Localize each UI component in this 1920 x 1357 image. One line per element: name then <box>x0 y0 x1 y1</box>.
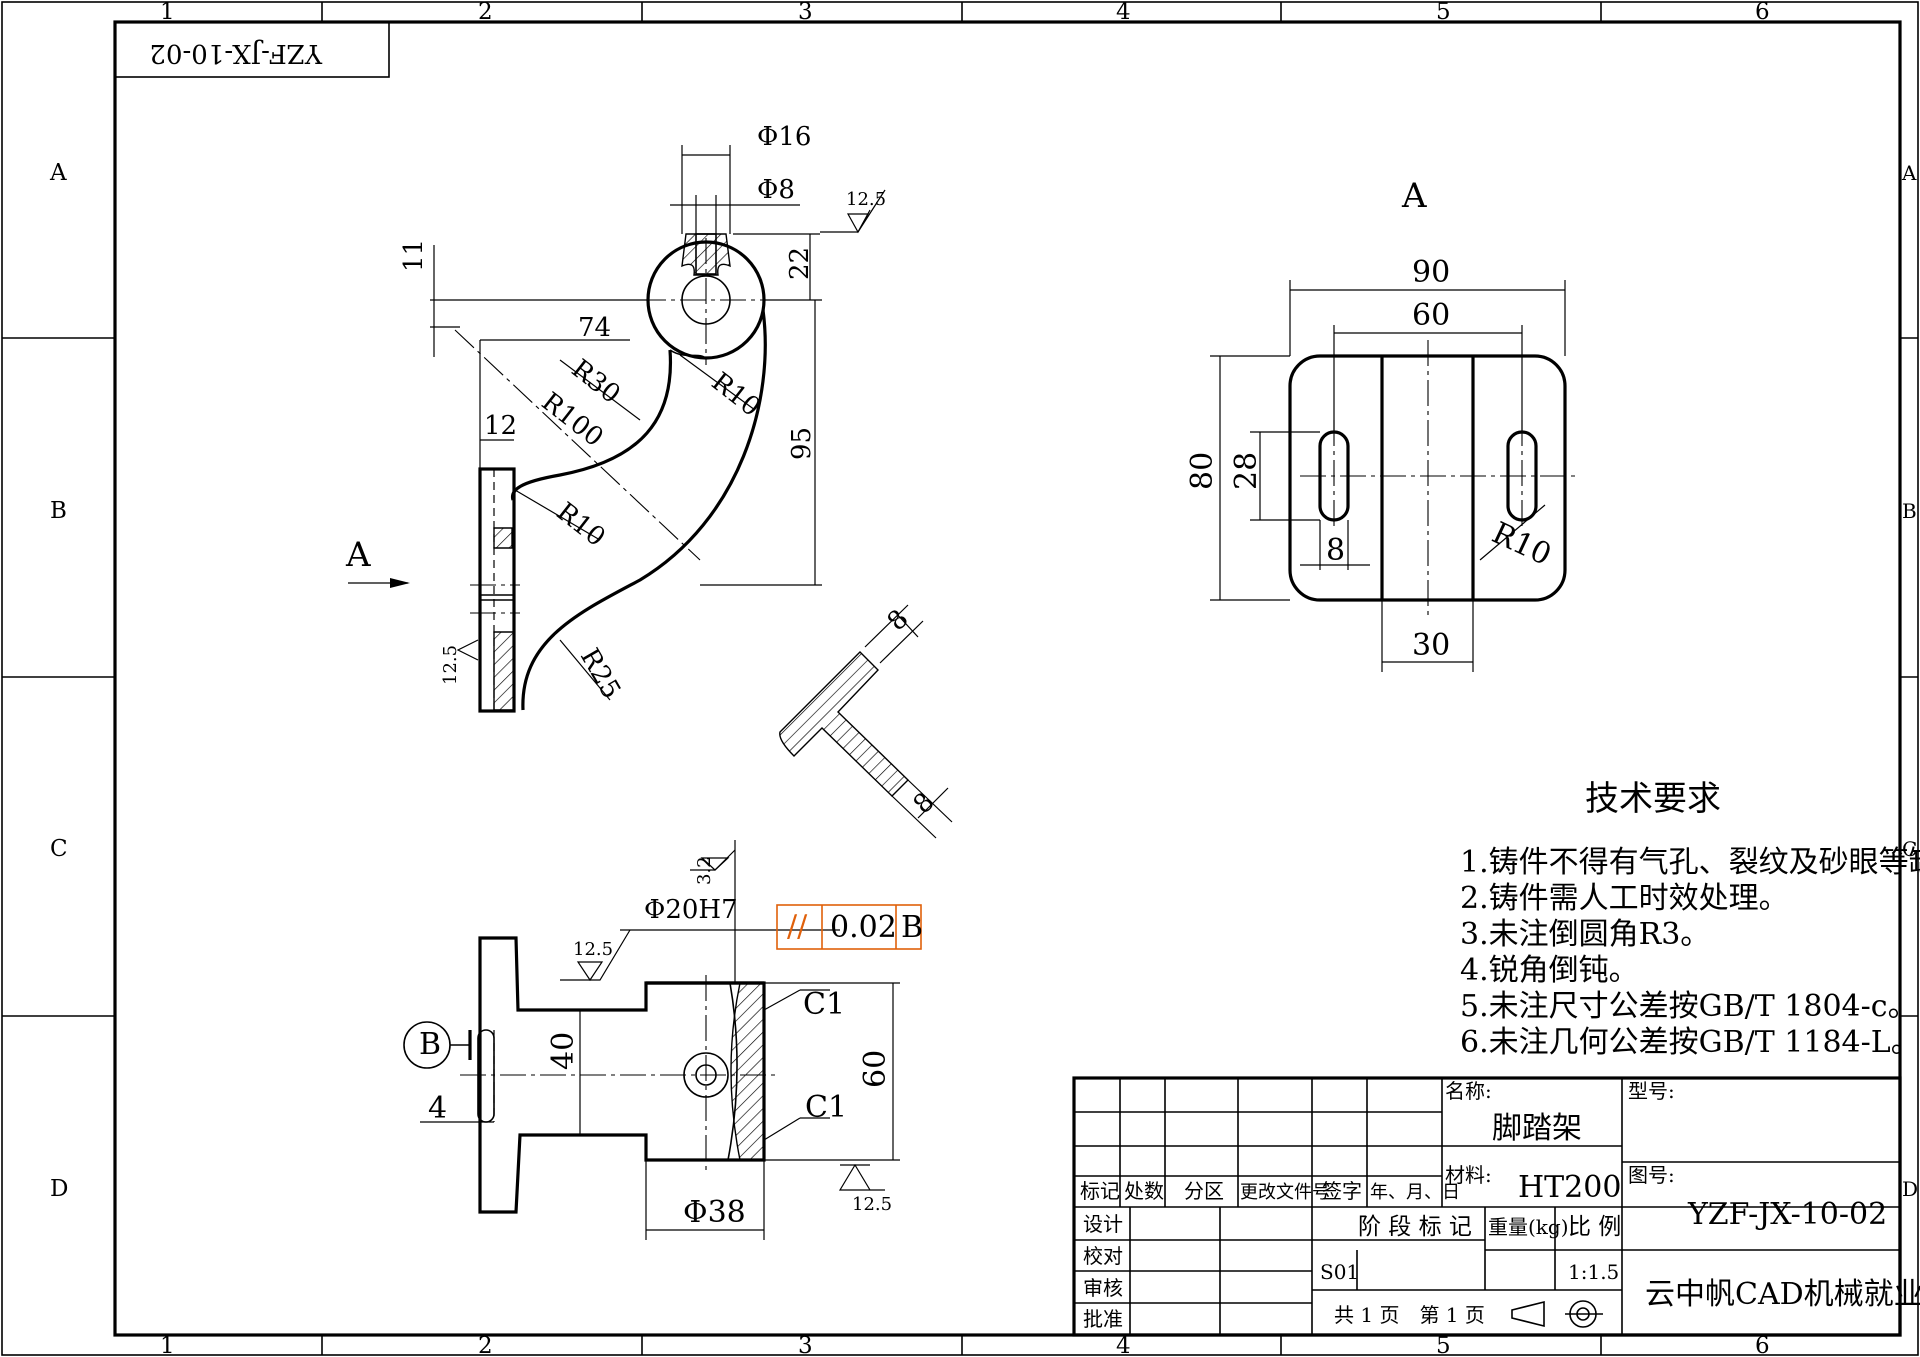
view-a-w90: 90 <box>1412 255 1450 290</box>
dim-d8: Φ8 <box>757 175 795 205</box>
role-label: 设计 <box>1083 1212 1123 1236</box>
tech-requirements: 技术要求 1.铸件不得有气孔、裂纹及砂眼等缺陷。 2.铸件需人工时效处理。 3.… <box>1460 779 1920 1060</box>
weight-label: 重量(kg) <box>1488 1215 1569 1239</box>
dim-r30: R30 <box>566 354 626 410</box>
rough-left: 12.5 <box>440 645 461 685</box>
row-label: B <box>1902 499 1917 523</box>
col-header: 年、月、日 <box>1370 1182 1460 1203</box>
row-label: D <box>1902 1177 1918 1201</box>
row-label: B <box>50 498 67 524</box>
dim-r25: R25 <box>574 644 626 705</box>
section-view: 8 8 <box>779 604 953 839</box>
view-a-h80: 80 <box>1185 452 1220 490</box>
dim-v60: 60 <box>858 1050 893 1088</box>
dim-h74: 74 <box>578 313 611 343</box>
row-label: A <box>49 160 67 186</box>
col-label: 1 <box>160 1333 175 1357</box>
dim-h12: 12 <box>484 411 517 441</box>
drawing-no-value: YZF-JX-10-02 <box>1687 1197 1887 1232</box>
col-label: 1 <box>160 0 175 25</box>
dim-d38: Φ38 <box>683 1195 746 1230</box>
col-header: 签字 <box>1322 1179 1362 1203</box>
col-header: 更改文件号 <box>1240 1182 1330 1203</box>
material-label: 材料: <box>1445 1163 1492 1187</box>
dim-r10b: R10 <box>551 497 611 553</box>
tech-item: 5.未注尺寸公差按GB/T 1804-c。 <box>1460 989 1918 1024</box>
col-label: 4 <box>1116 1333 1131 1357</box>
company-name: 云中帆CAD机械就业班 <box>1645 1277 1920 1312</box>
dim-v22: 22 <box>785 247 815 280</box>
stage-label: 阶 段 标 记 <box>1358 1214 1472 1240</box>
view-a-w8: 8 <box>1326 533 1345 568</box>
section-dim-8a: 8 <box>882 604 915 637</box>
stage-value: S01 <box>1320 1260 1359 1284</box>
role-label: 批准 <box>1083 1307 1123 1331</box>
view-a-title: A <box>1401 176 1427 216</box>
material-value: HT200 <box>1518 1170 1621 1205</box>
dim-c1-bottom: C1 <box>805 1090 847 1125</box>
col-header: 标记 <box>1080 1179 1120 1203</box>
view-a-r10: R10 <box>1487 516 1557 573</box>
rough-32: 3.2 <box>694 856 715 885</box>
name-label: 名称: <box>1445 1079 1492 1103</box>
view-a-w30: 30 <box>1412 628 1450 663</box>
col-label: 5 <box>1436 1333 1451 1357</box>
dim-c1-top: C1 <box>803 987 845 1022</box>
title-block: 标记 处数 分区 更改文件号 签字 年、月、日 设计 校对 审核 批准 名称: … <box>1072 1076 1920 1337</box>
view-arrow-a: A <box>345 535 371 575</box>
rough-bottom: 12.5 <box>852 1194 892 1215</box>
dim-v95: 95 <box>787 427 817 460</box>
col-label: 3 <box>798 0 813 25</box>
rough-top: 12.5 <box>846 189 886 210</box>
scale-label: 比 例 <box>1568 1214 1621 1240</box>
col-label: 2 <box>478 1333 493 1357</box>
view-a: A 90 60 80 28 8 R10 30 <box>1185 176 1575 672</box>
view-a-h28: 28 <box>1229 452 1264 490</box>
datum-b-label: B <box>419 1027 441 1062</box>
dim-d20h7: Φ20H7 <box>644 895 738 925</box>
tol-symbol: // <box>787 909 808 944</box>
scale-value: 1:1.5 <box>1568 1260 1619 1284</box>
mirrored-drawing-id: YZF-JX-10-02 <box>149 38 323 68</box>
drawing-no-label: 图号: <box>1628 1163 1675 1187</box>
row-label: C <box>50 836 68 862</box>
col-header: 处数 <box>1124 1179 1164 1203</box>
role-label: 审核 <box>1083 1276 1123 1300</box>
col-label: 4 <box>1116 0 1131 25</box>
model-label: 型号: <box>1628 1079 1675 1103</box>
dim-v40: 40 <box>546 1032 581 1070</box>
tol-datum: B <box>901 910 923 945</box>
tech-title: 技术要求 <box>1585 779 1721 819</box>
tech-item: 6.未注几何公差按GB/T 1184-L。 <box>1460 1025 1920 1060</box>
bottom-view: B 3.2 Φ20H7 // 0.02 B 12.5 C1 C1 40 60 4 <box>403 840 923 1240</box>
tech-item: 1.铸件不得有气孔、裂纹及砂眼等缺陷。 <box>1460 845 1920 880</box>
col-label: 5 <box>1436 0 1451 25</box>
pages-info: 共 1 页 第 1 页 <box>1334 1303 1485 1327</box>
tech-item: 2.铸件需人工时效处理。 <box>1460 881 1789 916</box>
row-label: A <box>1901 161 1917 185</box>
dim-v4: 4 <box>428 1091 447 1126</box>
tech-item: 3.未注倒圆角R3。 <box>1460 917 1710 952</box>
tech-item: 4.锐角倒钝。 <box>1460 953 1639 988</box>
dim-v11: 11 <box>399 239 429 272</box>
view-a-w60: 60 <box>1412 298 1450 333</box>
col-header: 分区 <box>1184 1179 1224 1203</box>
col-label: 2 <box>478 0 493 25</box>
tol-value: 0.02 <box>830 910 897 945</box>
col-label: 6 <box>1755 1333 1770 1357</box>
rough-top-bottomview: 12.5 <box>573 939 613 960</box>
role-label: 校对 <box>1083 1244 1123 1268</box>
main-view: Φ16 Φ8 11 22 74 12 95 R30 R100 R10 R10 R… <box>345 122 886 713</box>
col-label: 3 <box>798 1333 813 1357</box>
dim-d16: Φ16 <box>757 122 811 152</box>
col-label: 6 <box>1755 0 1770 25</box>
row-label: D <box>50 1176 68 1202</box>
name-value: 脚踏架 <box>1492 1111 1582 1146</box>
row-label: C <box>1902 837 1917 861</box>
